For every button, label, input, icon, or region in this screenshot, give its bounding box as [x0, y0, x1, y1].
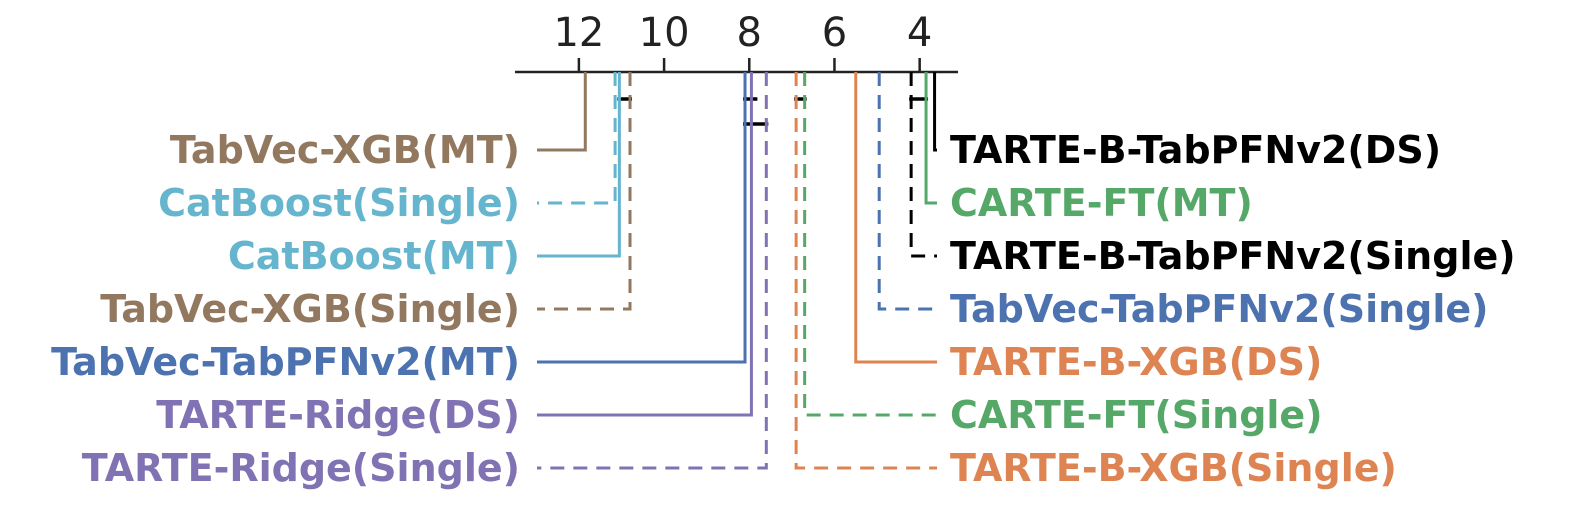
method-rank-connector	[924, 72, 937, 205]
method-label: CatBoost(MT)	[228, 234, 520, 278]
method-label: TARTE-Ridge(DS)	[156, 393, 520, 437]
axis-tick-label: 10	[639, 10, 690, 56]
method-rank-connector	[933, 72, 937, 152]
method-rank-connector	[877, 72, 937, 311]
method-rank-connector	[854, 72, 937, 364]
method-rank-connector	[537, 72, 621, 258]
method-right-3: TabVec-TabPFNv2(Single)	[877, 72, 1489, 331]
method-rank-connector	[537, 72, 768, 470]
method-label: TARTE-B-XGB(Single)	[950, 446, 1397, 490]
method-right-0: TARTE-B-TabPFNv2(DS)	[933, 72, 1441, 172]
method-right-5: CARTE-FT(Single)	[803, 72, 1323, 437]
method-label: CARTE-FT(MT)	[950, 181, 1253, 225]
method-label: TARTE-Ridge(Single)	[82, 446, 520, 490]
clique-bars	[617, 97, 929, 126]
method-left-1: CatBoost(Single)	[158, 72, 617, 225]
rank-axis-ticks: 12 10 8 6 4	[553, 10, 932, 72]
method-left-6: TARTE-Ridge(Single)	[82, 72, 768, 490]
axis-tick-label: 6	[822, 10, 847, 56]
axis-tick-label: 4	[907, 10, 932, 56]
right-method-group: TARTE-B-TabPFNv2(DS) CARTE-FT(MT) TARTE-B-…	[794, 72, 1516, 490]
method-left-0: TabVec-XGB(MT)	[170, 72, 587, 172]
method-left-2: CatBoost(MT)	[228, 72, 621, 278]
method-left-3: TabVec-XGB(Single)	[100, 72, 632, 331]
method-label: TabVec-XGB(Single)	[100, 287, 520, 331]
method-rank-connector	[537, 72, 617, 205]
method-label: CARTE-FT(Single)	[950, 393, 1323, 437]
method-rank-connector	[803, 72, 937, 417]
axis-tick-label: 12	[553, 10, 604, 56]
method-label: CatBoost(Single)	[158, 181, 520, 225]
method-label: TARTE-B-XGB(DS)	[950, 340, 1322, 384]
method-left-5: TARTE-Ridge(DS)	[156, 72, 753, 437]
method-label: TabVec-XGB(MT)	[170, 128, 520, 172]
method-label: TARTE-B-TabPFNv2(Single)	[950, 234, 1516, 278]
method-left-4: TabVec-TabPFNv2(MT)	[51, 72, 747, 384]
method-right-4: TARTE-B-XGB(DS)	[854, 72, 1322, 384]
method-label: TARTE-B-TabPFNv2(DS)	[950, 128, 1441, 172]
method-rank-connector	[794, 72, 937, 470]
method-rank-connector	[537, 72, 753, 417]
method-right-2: TARTE-B-TabPFNv2(Single)	[909, 72, 1516, 278]
method-rank-connector	[537, 72, 747, 364]
axis-tick-label: 8	[737, 10, 762, 56]
method-rank-connector	[537, 72, 632, 311]
method-label: TabVec-TabPFNv2(Single)	[950, 287, 1489, 331]
left-method-group: TabVec-XGB(MT) CatBoost(Single) CatBoost(M…	[51, 72, 768, 490]
method-rank-connector	[537, 72, 587, 152]
method-label: TabVec-TabPFNv2(MT)	[51, 340, 520, 384]
method-right-1: CARTE-FT(MT)	[924, 72, 1253, 225]
method-right-6: TARTE-B-XGB(Single)	[794, 72, 1397, 490]
